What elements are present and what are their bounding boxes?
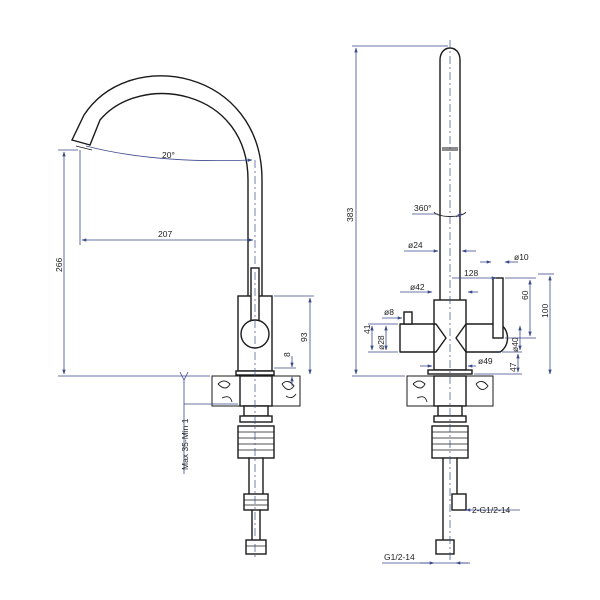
right-dim-inlet: G1/2-14 xyxy=(382,552,470,565)
left-shank xyxy=(237,405,275,555)
height-label: 266 xyxy=(54,258,64,272)
right-dim-41: 41 xyxy=(362,323,398,353)
right-dim-28: ø28 xyxy=(376,325,388,351)
right-dim-body: ø42 xyxy=(400,282,478,294)
body-dia-label: ø42 xyxy=(410,282,425,292)
right-dim-40: ø40 xyxy=(510,325,522,352)
base-dia-label: ø49 xyxy=(478,356,493,366)
body-height-label: 93 xyxy=(299,332,309,342)
reach-label: 207 xyxy=(158,229,172,239)
right-dim-lever-height: 60 xyxy=(505,277,536,339)
left-dim-body: 93 xyxy=(274,295,314,375)
dim-28-label: ø28 xyxy=(376,335,386,350)
spout-dia-label: ø24 xyxy=(408,240,423,250)
right-faucet-view: 383 360° ø24 ø10 128 ø42 60 xyxy=(345,40,554,565)
dim-40-label: ø40 xyxy=(510,337,520,352)
left-dim-height: 266 xyxy=(54,149,210,377)
small-offset-label: 8 xyxy=(282,352,292,357)
angle-label: 20° xyxy=(162,150,175,160)
left-dim-angle: 20° xyxy=(85,145,253,162)
lever-len-label: 128 xyxy=(464,268,478,278)
dim-47-label: 47 xyxy=(508,362,518,372)
handle-dia-label: ø10 xyxy=(514,252,529,262)
left-dim-reach: 207 xyxy=(79,150,254,245)
inlet-thread-label: G1/2-14 xyxy=(384,552,415,562)
right-dim-47: 47 xyxy=(474,351,522,375)
dim-41-label: 41 xyxy=(362,324,372,334)
rotation-label: 360° xyxy=(414,203,432,213)
pin-dia-label: ø8 xyxy=(384,307,394,317)
left-faucet-view: 20° 207 266 93 8 Max 35-Min 1 xyxy=(54,75,314,560)
side-height-label: 100 xyxy=(540,304,550,318)
lever-height-label: 60 xyxy=(520,290,530,300)
right-dim-total: 383 xyxy=(345,45,448,377)
right-dim-handle: ø10 xyxy=(480,252,529,264)
left-deck xyxy=(211,375,301,407)
right-dim-pin: ø8 xyxy=(382,307,403,320)
right-dim-side: 100 xyxy=(538,273,554,375)
right-dim-hose: 2-G1/2-14 xyxy=(465,505,520,515)
hose-thread-label: 2-G1/2-14 xyxy=(472,505,511,515)
left-spout xyxy=(71,75,263,297)
deck-thickness-label: Max 35-Min 1 xyxy=(180,418,190,470)
right-dim-rotation: 360° xyxy=(412,203,438,215)
right-dim-base: ø49 xyxy=(420,356,493,368)
left-dim-small: 8 xyxy=(274,352,296,386)
right-dim-spout: ø24 xyxy=(404,240,476,253)
right-dim-lever: 128 xyxy=(452,268,497,280)
left-dim-deck: Max 35-Min 1 xyxy=(179,371,238,474)
total-height-label: 383 xyxy=(345,208,355,222)
